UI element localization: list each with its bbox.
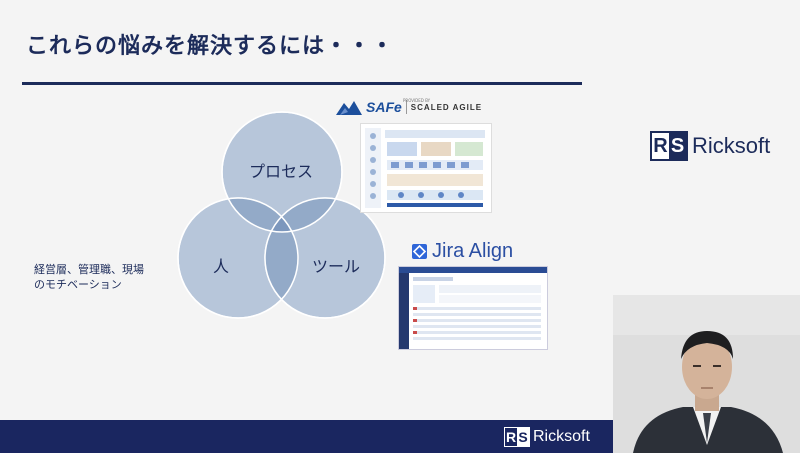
note-line-1: 経営層、管理職、現場 [34,263,144,276]
jira-align-screenshot [398,266,548,350]
rs-mark: R S [650,131,688,161]
safe-mountain-icon [336,101,362,115]
overlap-process-tool [265,198,342,232]
jira-align-figure: Jira Align [398,240,548,350]
slide-title: これらの悩みを解決するには・・・ [26,34,395,59]
footer-rs-mark: R S [504,427,530,447]
jira-align-logo: Jira Align [412,240,513,263]
safe-logo: SAFe SCALED AGILE [336,97,484,117]
safe-provided-by: PROVIDED BY [403,98,431,103]
brand-name: Ricksoft [692,133,771,158]
footer-ricksoft-logo: R S Ricksoft [504,427,590,447]
overlap-process-people [222,198,298,232]
safe-framework-diagram [360,123,492,213]
safe-name: SCALED AGILE [410,102,483,112]
motivation-note: 経営層、管理職、現場 のモチベーション [34,262,144,292]
venn-label-people: 人 [213,257,230,276]
presenter-camera [613,295,800,453]
jira-align-icon [412,244,427,259]
ricksoft-logo: R S Ricksoft [650,131,770,161]
venn-label-tool: ツール [312,257,361,276]
venn-label-process: プロセス [249,162,314,181]
note-line-2: のモチベーション [34,278,122,291]
title-underline [22,82,582,85]
footer-brand-name: Ricksoft [533,428,590,445]
safe-figure: SAFe SCALED AGILE PROVIDED BY [336,97,492,217]
venn-diagram [177,111,386,319]
safe-mark: SAFe [366,99,402,115]
jira-align-name: Jira Align [432,240,514,262]
